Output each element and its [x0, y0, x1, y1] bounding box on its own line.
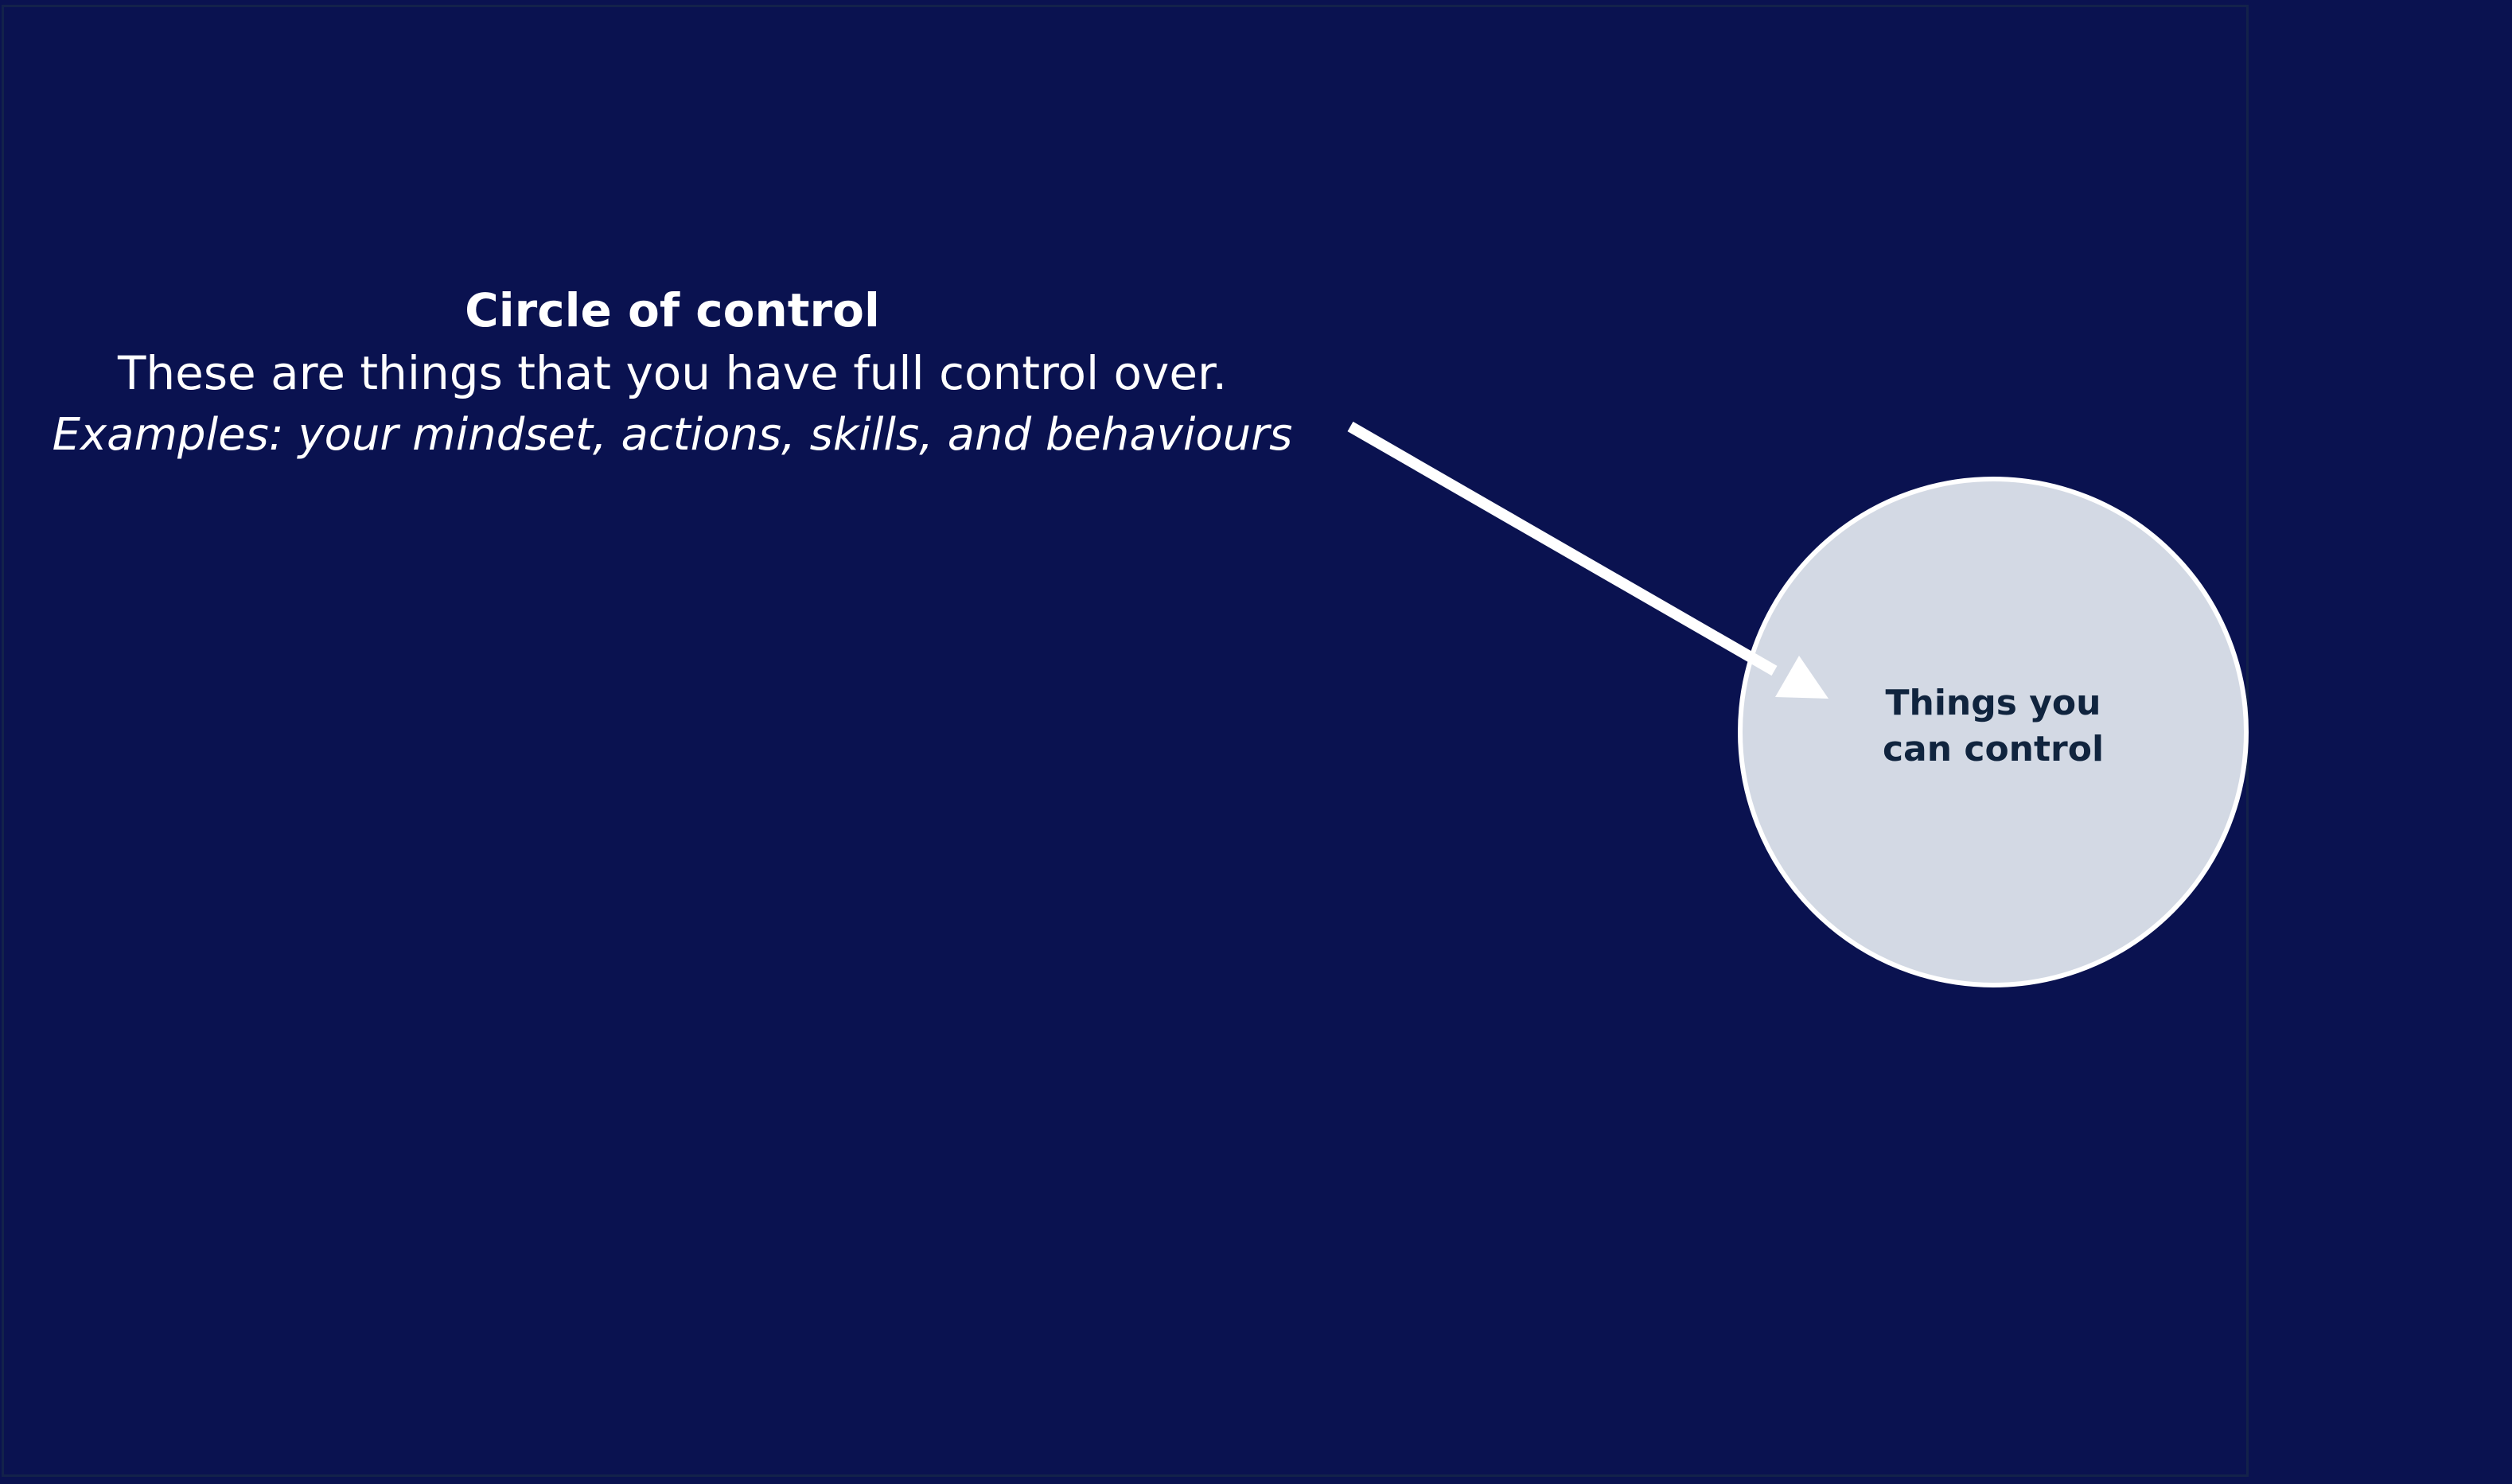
caption-description: These are things that you have full cont… — [117, 346, 1228, 400]
caption-title: Circle of control — [465, 283, 880, 337]
circle-label-line-1: Things you — [1885, 683, 2101, 723]
caption-examples: Examples: your mindset, actions, skills,… — [52, 409, 1293, 461]
circle-label-line-2: can control — [1882, 729, 2105, 769]
arrow-head-icon — [1775, 656, 1829, 699]
control-circle — [1738, 477, 2249, 987]
caption-block: Circle of control These are things that … — [48, 278, 1297, 466]
pointer-arrow-line — [1347, 421, 1778, 676]
circle-label: Things you can control — [1743, 680, 2244, 773]
